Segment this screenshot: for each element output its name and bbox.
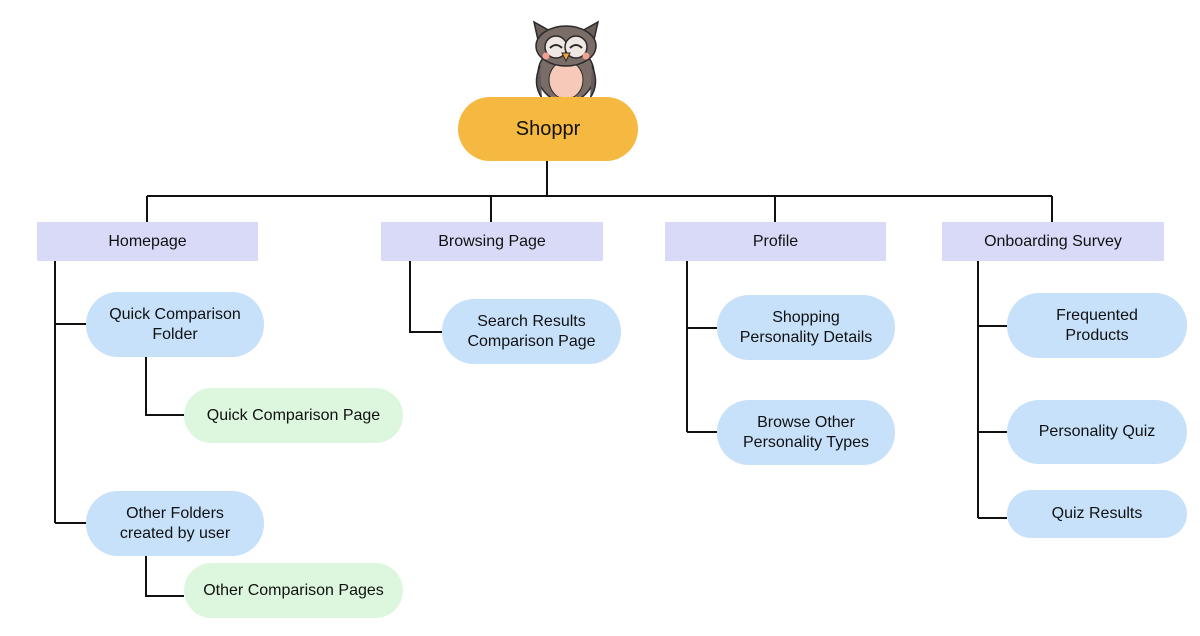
section-browsing-page: Browsing Page bbox=[381, 222, 603, 261]
page-shopping-personality-details: Shopping Personality Details bbox=[717, 295, 895, 360]
page-label: Personality Quiz bbox=[1038, 423, 1156, 440]
page-label: Other Folders created by user bbox=[119, 504, 231, 542]
page-quick-comparison-folder: Quick Comparison Folder bbox=[86, 292, 264, 357]
page-label: Quick Comparison Folder bbox=[109, 305, 241, 343]
section-label: Profile bbox=[752, 232, 799, 250]
page-label: Quiz Results bbox=[1051, 505, 1143, 522]
page-label: Search Results Comparison Page bbox=[467, 312, 596, 350]
page-search-results-comparison: Search Results Comparison Page bbox=[442, 299, 621, 364]
page-other-folders: Other Folders created by user bbox=[86, 491, 264, 556]
page-label: Shopping Personality Details bbox=[739, 308, 873, 346]
section-label: Browsing Page bbox=[438, 232, 546, 250]
section-profile: Profile bbox=[665, 222, 886, 261]
connector-homepage-leaf-1 bbox=[145, 357, 184, 416]
section-homepage: Homepage bbox=[37, 222, 258, 261]
leaf-quick-comparison-page: Quick Comparison Page bbox=[184, 388, 403, 443]
section-onboarding-survey: Onboarding Survey bbox=[942, 222, 1164, 261]
page-label: Frequented Products bbox=[1056, 306, 1138, 344]
leaf-label: Quick Comparison Page bbox=[206, 406, 381, 424]
root-label: Shoppr bbox=[515, 117, 581, 140]
connector-homepage-leaf-2 bbox=[145, 556, 184, 597]
leaf-label: Other Comparison Pages bbox=[203, 581, 384, 599]
page-browse-personality-types: Browse Other Personality Types bbox=[717, 400, 895, 465]
root-node: Shoppr bbox=[458, 97, 638, 161]
page-frequented-products: Frequented Products bbox=[1007, 293, 1187, 358]
page-label: Browse Other Personality Types bbox=[743, 413, 869, 451]
section-label: Onboarding Survey bbox=[984, 232, 1122, 250]
leaf-other-comparison-pages: Other Comparison Pages bbox=[184, 563, 403, 618]
section-label: Homepage bbox=[108, 232, 187, 250]
connector-browsing bbox=[409, 261, 442, 333]
owl-mascot-icon bbox=[528, 20, 602, 107]
page-quiz-results: Quiz Results bbox=[1007, 490, 1187, 538]
page-personality-quiz: Personality Quiz bbox=[1007, 400, 1187, 464]
